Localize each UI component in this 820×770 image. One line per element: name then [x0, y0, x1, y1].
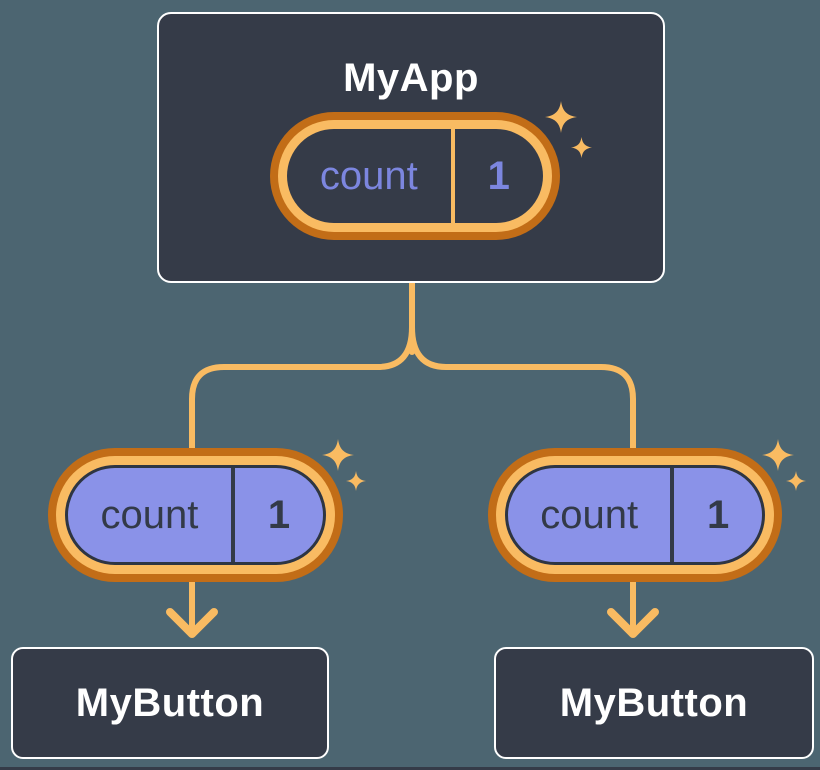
- bottom-edge-strip: [0, 767, 820, 770]
- state-pill-body: count 1: [505, 465, 765, 565]
- state-pill-ring: count 1: [496, 456, 774, 574]
- state-pill-divider: [230, 468, 235, 562]
- state-label: count: [540, 492, 639, 537]
- sparkle-icon: [346, 471, 366, 491]
- sparkle-icon: [786, 471, 806, 491]
- state-label: count: [319, 153, 418, 198]
- state-value: 1: [267, 492, 291, 537]
- component-box-mybutton-right: MyButton: [494, 647, 814, 759]
- state-pill-divider: [670, 468, 675, 562]
- sparkle-icon: [322, 439, 354, 471]
- connector-branch-left: [189, 324, 415, 637]
- sparkle-icon: [545, 101, 577, 133]
- state-value: 1: [707, 492, 730, 537]
- state-pill-body: count 1: [287, 129, 543, 223]
- sparkle-icon: [762, 439, 794, 471]
- arrow-down-icon-right: [607, 608, 659, 638]
- component-title: MyButton: [75, 680, 265, 725]
- state-pill-ring: count 1: [278, 120, 552, 232]
- state-label: count: [100, 492, 199, 537]
- state-pill-root: count 1: [270, 112, 560, 240]
- state-pill-child-left: count 1: [48, 448, 343, 582]
- state-pill-body: count 1: [65, 465, 326, 565]
- state-pill-ring: count 1: [56, 456, 335, 574]
- state-value: 1: [487, 153, 510, 198]
- component-title: MyButton: [559, 680, 749, 725]
- connector-branch-right: [409, 324, 636, 637]
- sparkle-icon: [571, 137, 592, 158]
- component-box-mybutton-left: MyButton: [11, 647, 329, 759]
- component-title: MyApp: [343, 56, 479, 100]
- state-pill-child-right: count 1: [488, 448, 782, 582]
- state-pill-divider: [450, 129, 455, 223]
- arrow-down-icon-left: [166, 608, 218, 638]
